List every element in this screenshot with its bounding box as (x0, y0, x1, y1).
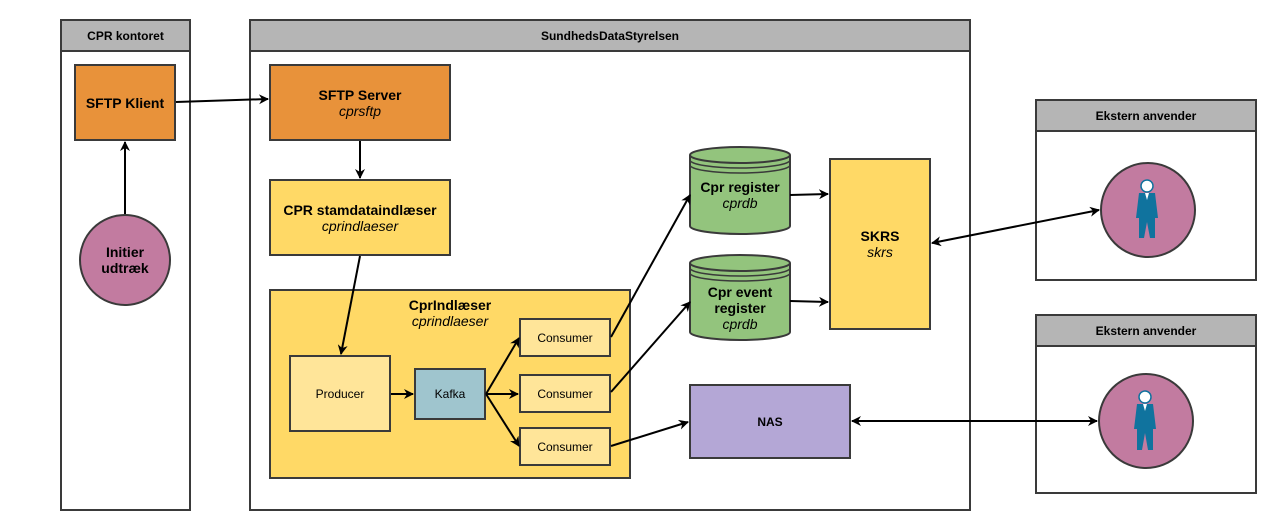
cpr-event-register-subtitle: cprdb (722, 316, 758, 332)
consumer-node-2[interactable]: Consumer (519, 374, 611, 413)
nas-node[interactable]: NAS (689, 384, 851, 459)
skrs-title: SKRS (860, 228, 900, 244)
kafka-node[interactable]: Kafka (414, 368, 486, 420)
nas-title: NAS (757, 414, 783, 429)
arrow-consumer-3-to-nas (610, 419, 689, 447)
arrow-kafka-to-consumer-3 (485, 393, 520, 447)
sftp-server-node[interactable]: SFTP Server cprsftp (269, 64, 451, 141)
pool-cpr-kontoret-header: CPR kontoret (62, 21, 189, 52)
arrow-consumer-1-to-cpr-register (610, 194, 691, 338)
consumer-3-title: Consumer (537, 439, 593, 454)
sftp-server-subtitle: cprsftp (338, 102, 381, 119)
cpr-register-database[interactable] (689, 146, 791, 235)
arrow-cpr-event-register-to-skrs (789, 296, 829, 307)
person-icon (1098, 373, 1194, 469)
cprindlaeser-group-subtitle: cprindlaeser (411, 313, 489, 329)
consumer-node-3[interactable]: Consumer (519, 427, 611, 466)
cpr-event-register-database[interactable] (689, 254, 791, 341)
arrow-skrs-ekstern-1-bidirectional (931, 206, 1100, 247)
sftp-klient-node[interactable]: SFTP Klient (74, 64, 176, 141)
initier-line-2: udtræk (101, 260, 149, 276)
cpr-register-title: Cpr register (700, 179, 780, 195)
stamdata-title: CPR stamdataindlæser (283, 201, 437, 218)
pool-ekstern-2-header: Ekstern anvender (1037, 316, 1255, 347)
arrow-stamdata-to-producer (337, 255, 361, 355)
kafka-title: Kafka (434, 387, 466, 401)
producer-node[interactable]: Producer (289, 355, 391, 432)
consumer-node-1[interactable]: Consumer (519, 318, 611, 357)
skrs-node[interactable]: SKRS skrs (829, 158, 931, 330)
pool-ekstern-1-header: Ekstern anvender (1037, 101, 1255, 132)
consumer-2-title: Consumer (537, 386, 593, 401)
arrow-sftp-klient-to-sftp-server (175, 94, 269, 105)
consumer-1-title: Consumer (537, 330, 593, 345)
cpr-register-label: Cpr register cprdb (690, 170, 790, 220)
person-icon (1100, 162, 1196, 258)
cpr-event-register-line-2: register (714, 300, 766, 316)
cpr-event-register-line-1: Cpr event (707, 284, 773, 300)
sftp-server-title: SFTP Server (318, 86, 402, 103)
arrow-consumer-2-to-cpr-event-register (610, 301, 691, 393)
initier-line-1: Initier (105, 244, 145, 260)
producer-title: Producer (315, 386, 365, 401)
arrow-cpr-register-to-skrs (789, 189, 829, 200)
cpr-register-subtitle: cprdb (722, 195, 758, 211)
skrs-subtitle: skrs (867, 244, 893, 260)
sftp-klient-title: SFTP Klient (85, 94, 165, 111)
cprindlaeser-group-title: CprIndlæser (408, 297, 492, 313)
cpr-event-register-label: Cpr event register cprdb (690, 276, 790, 340)
arrow-kafka-to-consumer-1 (485, 337, 520, 395)
initier-udtraek-circle[interactable] (79, 214, 171, 306)
stamdata-node[interactable]: CPR stamdataindlæser cprindlaeser (269, 179, 451, 256)
pool-sds-header: SundhedsDataStyrelsen (251, 21, 969, 52)
cprindlaeser-group-label: CprIndlæser cprindlaeser (271, 297, 629, 329)
stamdata-subtitle: cprindlaeser (321, 217, 399, 234)
initier-udtraek-label: Initier udtræk (80, 215, 170, 305)
